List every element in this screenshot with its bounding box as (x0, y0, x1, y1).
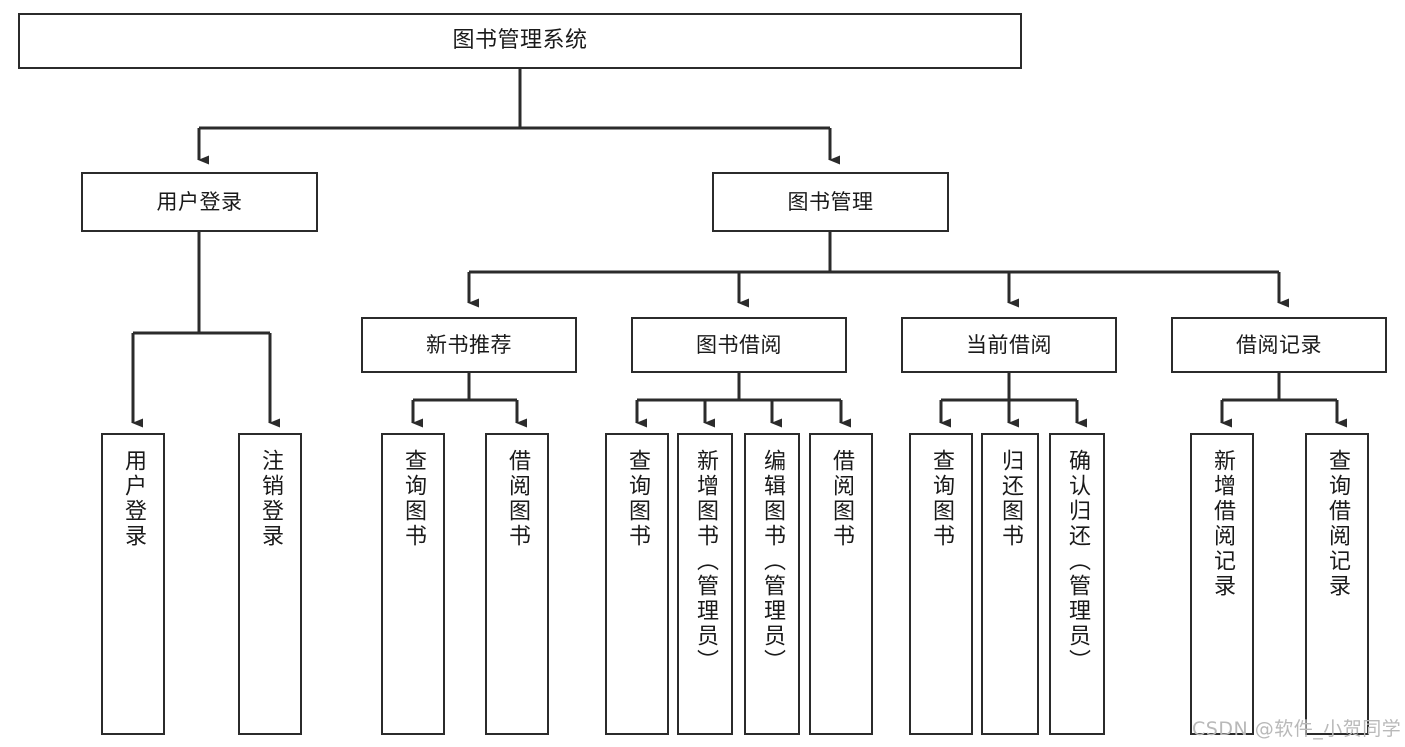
leaf-records-add-record[interactable]: 新增借阅记录 (1190, 433, 1254, 735)
node-label: 注销登录 (258, 449, 283, 549)
node-label: 当前借阅 (966, 332, 1052, 357)
node-label: 新书推荐 (426, 332, 512, 357)
node-label: 借阅记录 (1236, 332, 1322, 357)
leaf-new-book-query[interactable]: 查询图书 (381, 433, 445, 735)
leaf-borrow-borrow-book[interactable]: 借阅图书 (809, 433, 873, 735)
node-label: 图书借阅 (696, 332, 782, 357)
leaf-borrow-query-book[interactable]: 查询图书 (605, 433, 669, 735)
node-label: 借阅图书 (505, 449, 530, 549)
node-current-borrow[interactable]: 当前借阅 (901, 317, 1117, 373)
node-borrow-records[interactable]: 借阅记录 (1171, 317, 1387, 373)
node-user-login[interactable]: 用户登录 (81, 172, 318, 232)
leaf-current-confirm-return-admin[interactable]: 确认归还（管理员） (1049, 433, 1105, 735)
node-book-management[interactable]: 图书管理 (712, 172, 949, 232)
node-label: 查询借阅记录 (1325, 449, 1350, 599)
node-label: 确认归还（管理员） (1065, 449, 1090, 674)
node-label: 借阅图书 (829, 449, 854, 549)
node-label: 查询图书 (401, 449, 426, 549)
leaf-borrow-add-book-admin[interactable]: 新增图书（管理员） (677, 433, 733, 735)
node-label: 编辑图书（管理员） (760, 449, 785, 674)
leaf-new-book-borrow[interactable]: 借阅图书 (485, 433, 549, 735)
node-label: 归还图书 (998, 449, 1023, 549)
node-label: 用户登录 (156, 189, 243, 214)
node-new-book-recommend[interactable]: 新书推荐 (361, 317, 577, 373)
leaf-records-query-record[interactable]: 查询借阅记录 (1305, 433, 1369, 735)
leaf-current-return-book[interactable]: 归还图书 (981, 433, 1039, 735)
node-label: 图书管理 (787, 189, 874, 214)
leaf-user-login-logout[interactable]: 注销登录 (238, 433, 302, 735)
node-book-borrow[interactable]: 图书借阅 (631, 317, 847, 373)
leaf-current-query-book[interactable]: 查询图书 (909, 433, 973, 735)
node-label: 新增借阅记录 (1210, 449, 1235, 599)
node-label: 查询图书 (929, 449, 954, 549)
watermark-text: CSDN @软件_小贺同学 (1192, 718, 1402, 740)
leaf-user-login-login[interactable]: 用户登录 (101, 433, 165, 735)
node-label: 查询图书 (625, 449, 650, 549)
node-root-book-management-system[interactable]: 图书管理系统 (18, 13, 1022, 69)
node-label: 图书管理系统 (452, 28, 588, 54)
node-label: 新增图书（管理员） (693, 449, 718, 674)
leaf-borrow-edit-book-admin[interactable]: 编辑图书（管理员） (744, 433, 800, 735)
node-label: 用户登录 (121, 449, 146, 549)
